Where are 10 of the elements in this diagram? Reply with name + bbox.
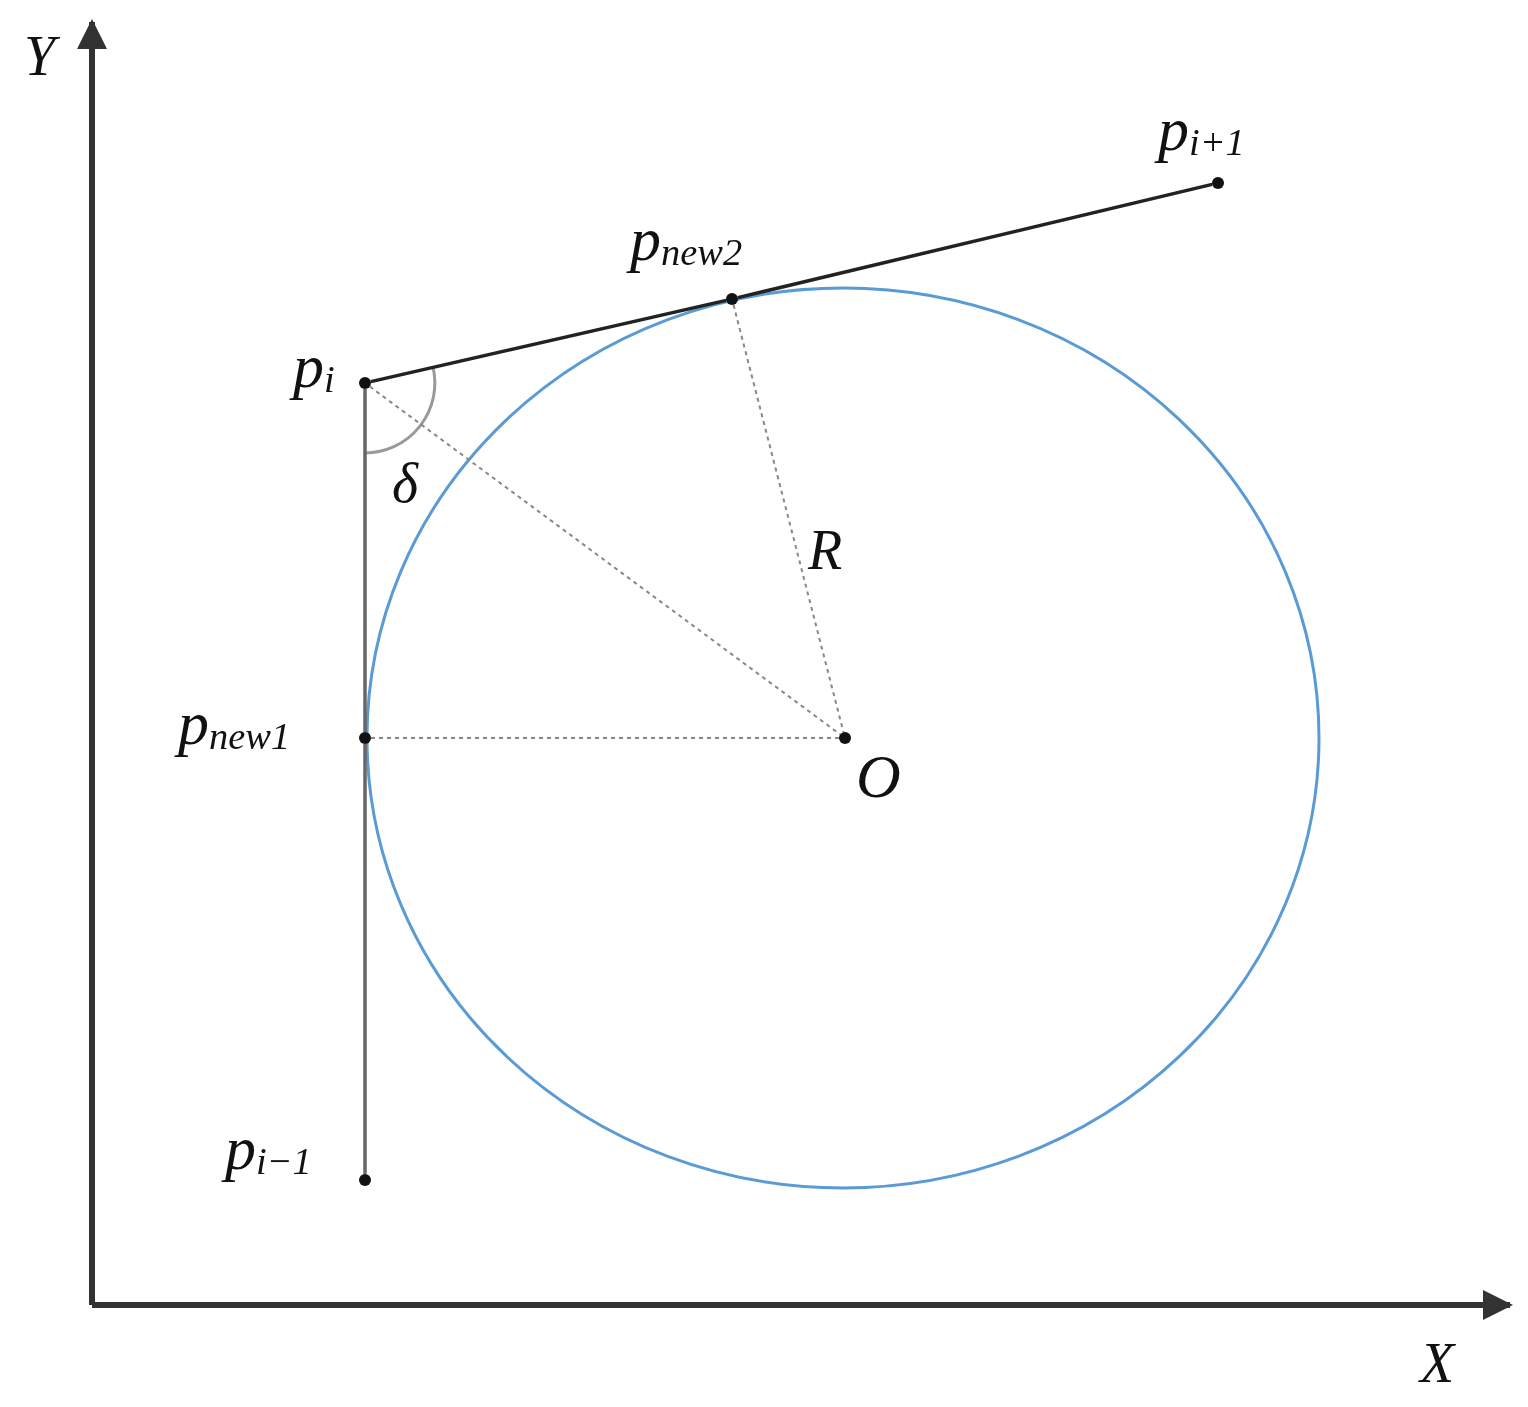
dotted-line (368, 385, 842, 736)
line-segment (737, 182, 1213, 300)
angle-label: δ (392, 455, 419, 511)
line-segment (363, 744, 367, 1174)
axis-label: X (1420, 1335, 1455, 1391)
dotted-line (370, 737, 840, 739)
point-label: O (856, 745, 901, 807)
line-segment (370, 298, 727, 384)
line-segment (363, 389, 367, 732)
dotted-line (732, 303, 845, 734)
